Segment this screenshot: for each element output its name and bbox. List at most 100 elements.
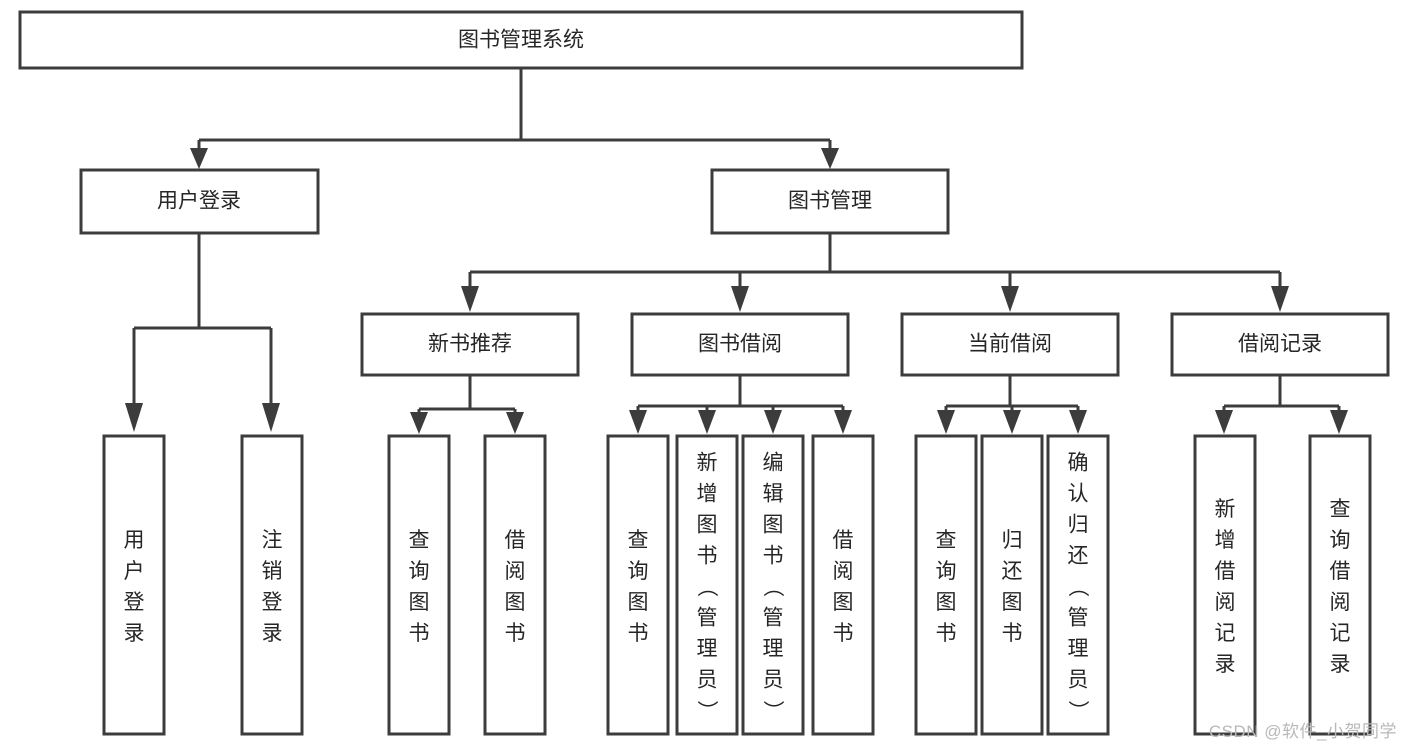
- node-book-borrow[interactable]: 图书借阅: [630, 312, 850, 377]
- svg-text:）: ）: [761, 700, 784, 721]
- arrow-head-leaf-query-book-2: [629, 410, 647, 434]
- node-leaf-edit-book[interactable]: [741, 434, 805, 736]
- svg-text:录: 录: [1330, 653, 1351, 676]
- node-leaf-user-login-box[interactable]: [102, 434, 166, 736]
- svg-text:查: 查: [936, 529, 957, 552]
- node-leaf-edit-book-box[interactable]: [741, 434, 805, 736]
- svg-text:书: 书: [833, 622, 854, 645]
- svg-text:书: 书: [763, 545, 784, 568]
- node-leaf-confirm-return-box[interactable]: [1046, 434, 1110, 736]
- svg-text:（: （: [695, 576, 718, 597]
- node-book-manage-box[interactable]: [710, 168, 950, 235]
- svg-text:理: 理: [1068, 638, 1089, 661]
- node-leaf-borrow-book-2[interactable]: [811, 434, 875, 736]
- svg-text:借: 借: [1330, 560, 1351, 583]
- svg-text:记: 记: [1215, 622, 1236, 645]
- arrow-head-book-borrow: [731, 286, 749, 312]
- arrow-head-leaf-user-login: [125, 403, 143, 432]
- node-leaf-user-login[interactable]: [102, 434, 166, 736]
- edge-layer: [125, 68, 1348, 434]
- node-leaf-query-record[interactable]: [1308, 434, 1372, 736]
- svg-text:图: 图: [833, 591, 854, 614]
- node-leaf-return-book[interactable]: [980, 434, 1044, 736]
- node-leaf-query-book-1-box[interactable]: [387, 434, 451, 736]
- svg-text:书: 书: [409, 622, 430, 645]
- arrow-head-leaf-edit-book: [764, 410, 782, 434]
- node-root-box[interactable]: [18, 10, 1024, 70]
- csdn-watermark: CSDN @软件_小贺同学: [1208, 722, 1397, 741]
- svg-text:图: 图: [628, 591, 649, 614]
- node-leaf-query-book-3-box[interactable]: [914, 434, 978, 736]
- svg-text:图: 图: [505, 591, 526, 614]
- node-leaf-add-record-box[interactable]: [1193, 434, 1257, 736]
- node-leaf-query-book-1[interactable]: [387, 434, 451, 736]
- svg-text:新: 新: [697, 452, 718, 475]
- arrow-head-leaf-add-book: [698, 410, 716, 434]
- svg-text:查: 查: [628, 529, 649, 552]
- node-leaf-add-book[interactable]: [675, 434, 739, 736]
- svg-text:认: 认: [1068, 483, 1089, 506]
- node-new-book-recommend[interactable]: 新书推荐: [360, 312, 580, 377]
- svg-text:录: 录: [124, 622, 145, 645]
- arrow-head-leaf-return-book: [1003, 410, 1021, 434]
- svg-text:询: 询: [409, 560, 430, 583]
- arrow-head-leaf-confirm-return: [1069, 410, 1087, 434]
- svg-text:编: 编: [763, 452, 784, 475]
- svg-text:员: 员: [763, 669, 784, 692]
- svg-text:辑: 辑: [763, 483, 784, 506]
- svg-text:书: 书: [697, 545, 718, 568]
- node-root[interactable]: 图书管理系统: [18, 10, 1024, 70]
- svg-text:借: 借: [505, 529, 526, 552]
- node-leaf-borrow-book-1[interactable]: [483, 434, 547, 736]
- node-user-login-box[interactable]: [79, 168, 320, 235]
- svg-text:）: ）: [695, 700, 718, 721]
- node-leaf-logout-login[interactable]: [240, 434, 304, 736]
- svg-text:录: 录: [262, 622, 283, 645]
- node-new-book-recommend-box[interactable]: [360, 312, 580, 377]
- svg-text:理: 理: [763, 638, 784, 661]
- node-borrow-record[interactable]: 借阅记录: [1170, 312, 1390, 377]
- node-book-borrow-box[interactable]: [630, 312, 850, 377]
- node-leaf-add-book-box[interactable]: [675, 434, 739, 736]
- svg-text:户: 户: [124, 560, 145, 583]
- svg-text:图: 图: [763, 514, 784, 537]
- svg-text:登: 登: [124, 591, 145, 614]
- node-leaf-query-book-2[interactable]: [606, 434, 670, 736]
- svg-text:增: 增: [697, 483, 718, 506]
- node-leaf-query-book-3[interactable]: [914, 434, 978, 736]
- svg-text:查: 查: [1330, 498, 1351, 521]
- arrow-head-new-book-recommend: [461, 286, 479, 312]
- node-leaf-confirm-return[interactable]: [1046, 434, 1110, 736]
- arrow-head-user-login: [190, 148, 208, 169]
- arrow-head-leaf-borrow-book-1: [506, 412, 524, 434]
- svg-text:询: 询: [628, 560, 649, 583]
- node-current-borrow[interactable]: 当前借阅: [900, 312, 1120, 377]
- svg-text:）: ）: [1066, 700, 1089, 721]
- node-leaf-query-book-2-box[interactable]: [606, 434, 670, 736]
- node-leaf-logout-login-box[interactable]: [240, 434, 304, 736]
- svg-text:（: （: [1066, 576, 1089, 597]
- node-leaf-add-record[interactable]: [1193, 434, 1257, 736]
- svg-text:书: 书: [505, 622, 526, 645]
- svg-text:借: 借: [1215, 560, 1236, 583]
- node-leaf-borrow-book-1-box[interactable]: [483, 434, 547, 736]
- node-book-borrow-label: 图书借阅: [698, 333, 782, 356]
- node-leaf-query-record-box[interactable]: [1308, 434, 1372, 736]
- svg-text:员: 员: [1068, 669, 1089, 692]
- node-book-manage[interactable]: 图书管理: [710, 168, 950, 235]
- node-current-borrow-box[interactable]: [900, 312, 1120, 377]
- svg-text:书: 书: [1002, 622, 1023, 645]
- node-user-login-label: 用户登录: [157, 190, 241, 213]
- node-user-login[interactable]: 用户登录: [79, 168, 320, 235]
- node-leaf-return-book-box[interactable]: [980, 434, 1044, 736]
- node-borrow-record-box[interactable]: [1170, 312, 1390, 377]
- node-leaf-borrow-book-2-box[interactable]: [811, 434, 875, 736]
- svg-text:用: 用: [124, 529, 145, 552]
